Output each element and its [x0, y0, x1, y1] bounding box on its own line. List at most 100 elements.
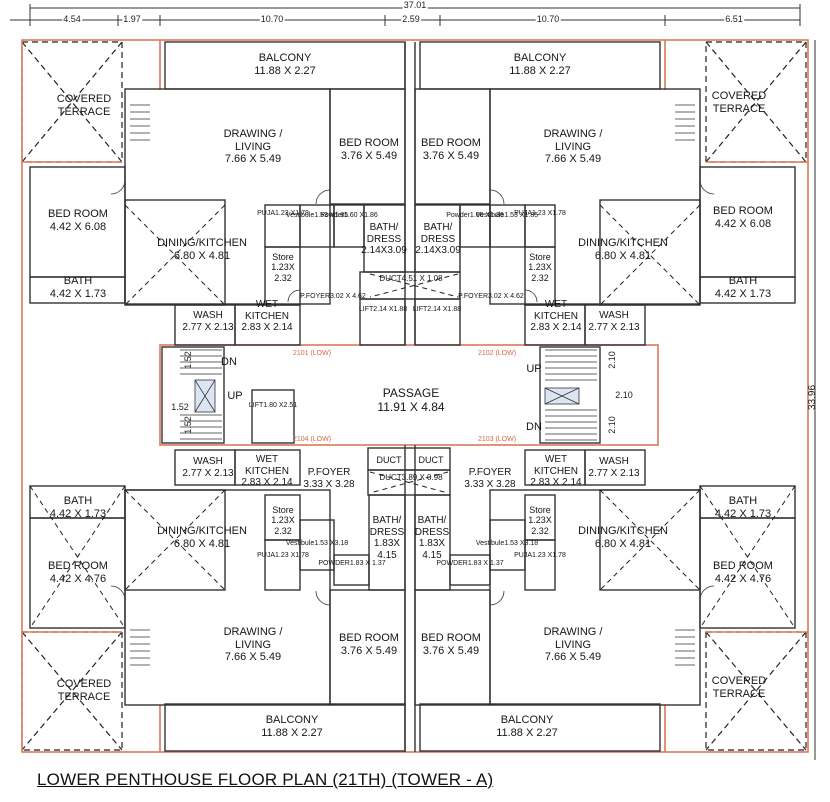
unit-2101: 2101 (LOW)	[292, 350, 332, 357]
room-vest-tl: Vestibule1.53 X1.85	[285, 212, 349, 219]
stair-left	[180, 349, 222, 440]
room-duct-top: DUCT4.51 X 1.08	[379, 274, 443, 283]
room-lift-mid: LIFT1.80 X2.51	[248, 402, 298, 409]
stair-right-up: UP	[526, 363, 542, 375]
unit-2103: 2103 (LOW)	[477, 436, 517, 443]
room-puja-br: PUJA1.23 X1.78	[514, 552, 566, 559]
room-powder-tl: Powder1.60 X1.86	[320, 212, 378, 219]
outer-boundary	[21, 39, 809, 753]
stair-right	[544, 349, 597, 441]
stair-dim-left-1: 1.52	[182, 351, 193, 369]
room-powder-tr: Powder1.60 X1.86	[446, 212, 504, 219]
interior-walls	[29, 41, 796, 752]
staircases	[130, 104, 695, 666]
dim-total: 37.01	[402, 0, 428, 10]
room-vest-bl: Vestibule1.53 X3.18	[285, 540, 349, 547]
room-puja-tr: PUJA1.23 X1.78	[514, 210, 566, 217]
stair-left-up: UP	[227, 390, 243, 402]
room-duct-small-r: DUCT	[418, 455, 444, 465]
dim-seg-1: 4.54	[62, 14, 82, 24]
top-dimension-lines	[10, 4, 816, 760]
stair-left-dn: DN	[221, 356, 237, 368]
dim-seg-4: 2.59	[401, 14, 421, 24]
room-vest-tr: Vestibule1.53 X1.85	[475, 212, 539, 219]
room-powder-bl: POWDER1.83 X 1.37	[318, 560, 386, 567]
stair-dim-left-3: 1.52	[182, 416, 193, 434]
stair-dim-right-1: 2.10	[606, 351, 617, 369]
stair-dim-right-3: 2.10	[606, 416, 617, 434]
dim-seg-3: 10.70	[259, 14, 285, 24]
unit-2104: 2104 (LOW)	[292, 436, 332, 443]
stair-corners	[130, 104, 695, 666]
room-lift-top-r: LIFT2.14 X1.88	[412, 306, 462, 313]
room-powder-br: POWDER1.83 X 1.37	[436, 560, 504, 567]
door-swings	[110, 179, 715, 606]
room-puja-tl: PUJA1.23 X1.78	[257, 210, 309, 217]
dim-vertical-total: 33.96	[807, 384, 819, 411]
room-duct-bot: DUCT3.89 X 0.98	[379, 473, 443, 482]
dim-seg-5: 10.70	[535, 14, 561, 24]
void-markers	[29, 204, 796, 629]
room-puja-bl: PUJA1.23 X1.78	[257, 552, 309, 559]
stair-dim-right-2: 2.10	[614, 390, 634, 400]
stair-dim-left-2: 1.52	[170, 402, 190, 412]
unit-2102: 2102 (LOW)	[477, 350, 517, 357]
dim-seg-2: 1.97	[122, 14, 142, 24]
stair-right-dn: DN	[526, 421, 542, 433]
dim-seg-6: 6.51	[724, 14, 744, 24]
room-pfoyer-tr: P.FOYER3.02 X 4.62	[458, 293, 524, 300]
room-duct-small-l: DUCT	[376, 455, 402, 465]
room-pfoyer-tl: P.FOYER3.02 X 4.62	[300, 293, 366, 300]
room-vest-br: Vestibule1.53 X3.18	[475, 540, 539, 547]
room-lift-top-l: LIFT2.14 X1.88	[358, 306, 408, 313]
